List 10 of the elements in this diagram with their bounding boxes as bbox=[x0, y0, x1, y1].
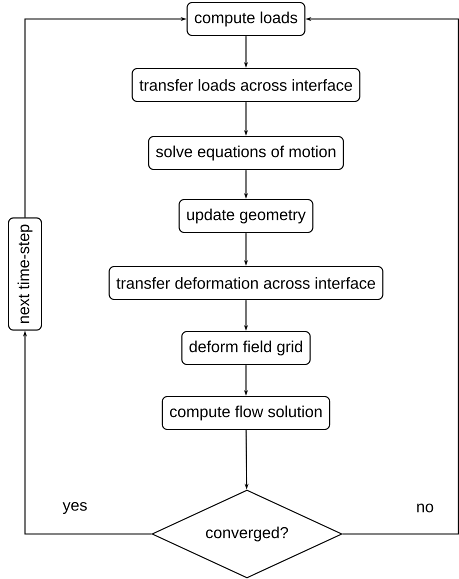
edge-label: no bbox=[415, 502, 435, 514]
edge-label: yes bbox=[62, 501, 88, 515]
process-box: update geometry bbox=[178, 198, 314, 234]
process-box: transfer loads across interface bbox=[132, 68, 360, 102]
process-box: transfer deformation across interface bbox=[108, 266, 384, 300]
process-box: solve equations of motion bbox=[148, 136, 344, 170]
process-box: compute flow solution bbox=[162, 396, 330, 430]
process-box: next time-step bbox=[8, 217, 42, 331]
process-box: compute loads bbox=[186, 2, 306, 36]
process-box: deform field grid bbox=[181, 330, 311, 366]
